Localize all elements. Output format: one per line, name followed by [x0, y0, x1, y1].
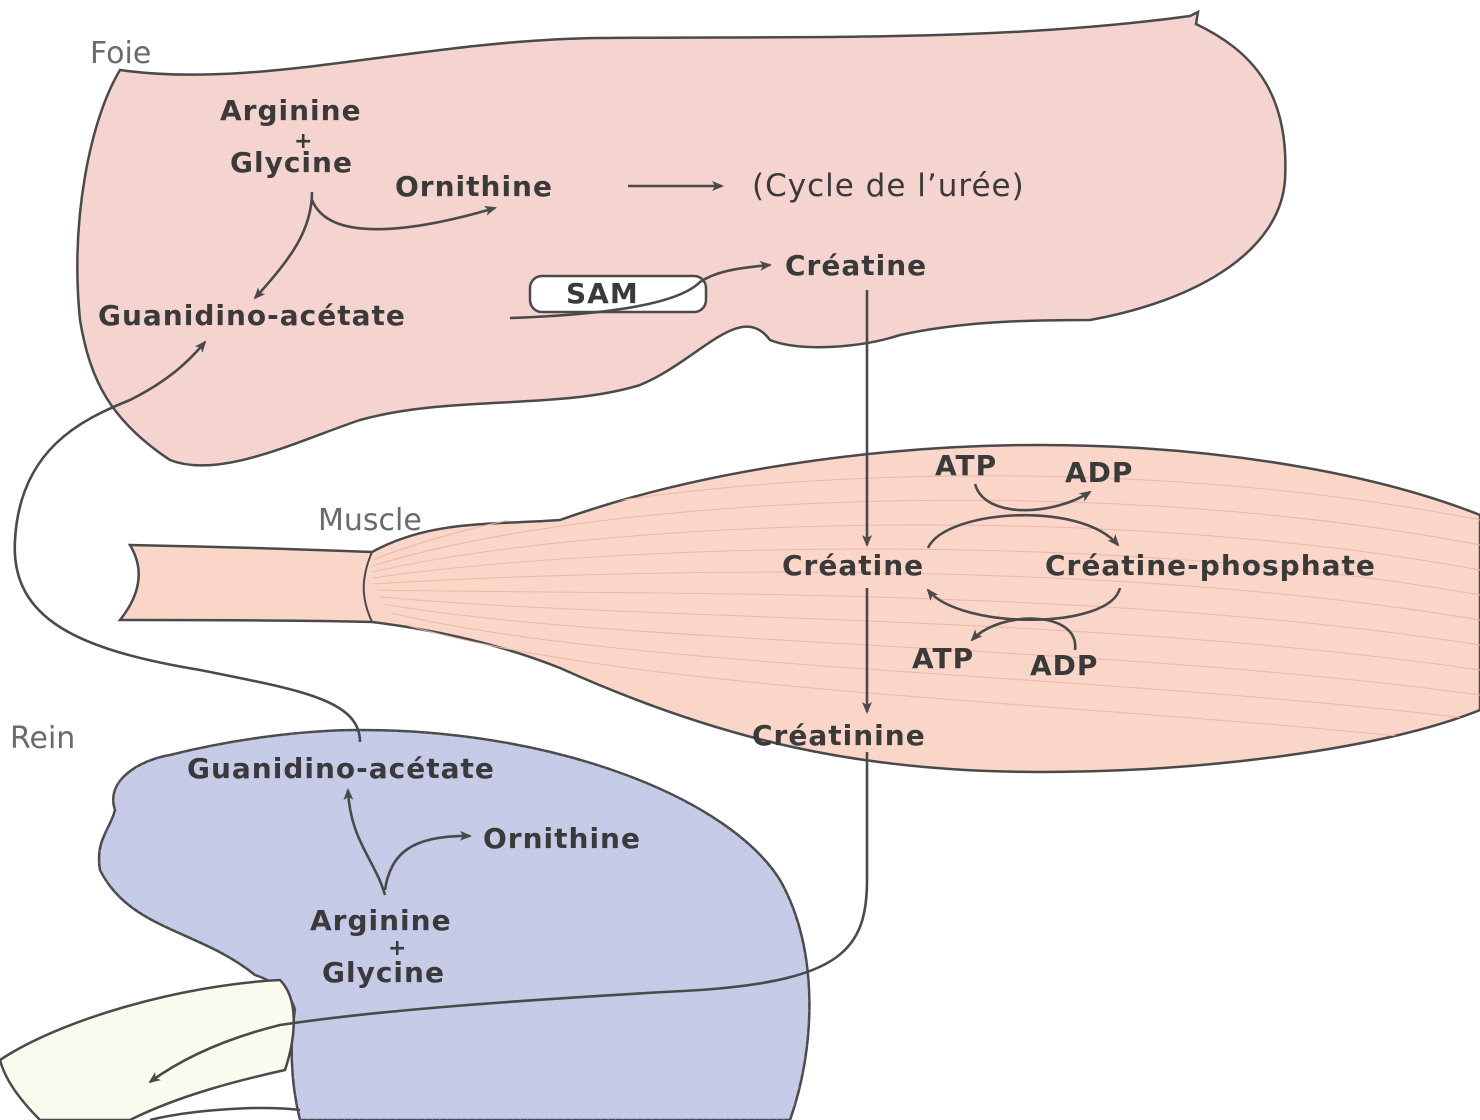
- muscle-label: Muscle: [318, 503, 422, 538]
- kidney-ornithine: Ornithine: [483, 822, 641, 855]
- kidney-glycine: Glycine: [322, 956, 445, 989]
- liver-glycine: Glycine: [230, 146, 353, 179]
- liver-shape: [77, 12, 1285, 465]
- kidney-label: Rein: [10, 721, 75, 756]
- adp-bottom: ADP: [1030, 649, 1098, 682]
- liver-label: Foie: [90, 36, 151, 71]
- sam-label: SAM: [566, 277, 639, 310]
- liver-guanidinoacetate: Guanidino-acétate: [98, 299, 406, 332]
- liver-ornithine: Ornithine: [395, 170, 553, 203]
- urea-cycle-label: (Cycle de l’urée): [752, 168, 1025, 204]
- liver-arginine: Arginine: [220, 94, 362, 127]
- kidney-guanidinoacetate: Guanidino-acétate: [187, 752, 495, 785]
- adp-top: ADP: [1065, 456, 1133, 489]
- ureter-shape: [0, 980, 294, 1120]
- creatine-phosphate: Créatine-phosphate: [1045, 549, 1376, 582]
- creatinine-label: Créatinine: [752, 719, 926, 752]
- kidney-arginine: Arginine: [310, 904, 452, 937]
- muscle-creatine: Créatine: [782, 549, 924, 582]
- liver-creatine: Créatine: [785, 249, 927, 282]
- ureter-inner-line: [150, 1108, 300, 1120]
- atp-top: ATP: [935, 449, 997, 482]
- atp-bottom: ATP: [912, 642, 974, 675]
